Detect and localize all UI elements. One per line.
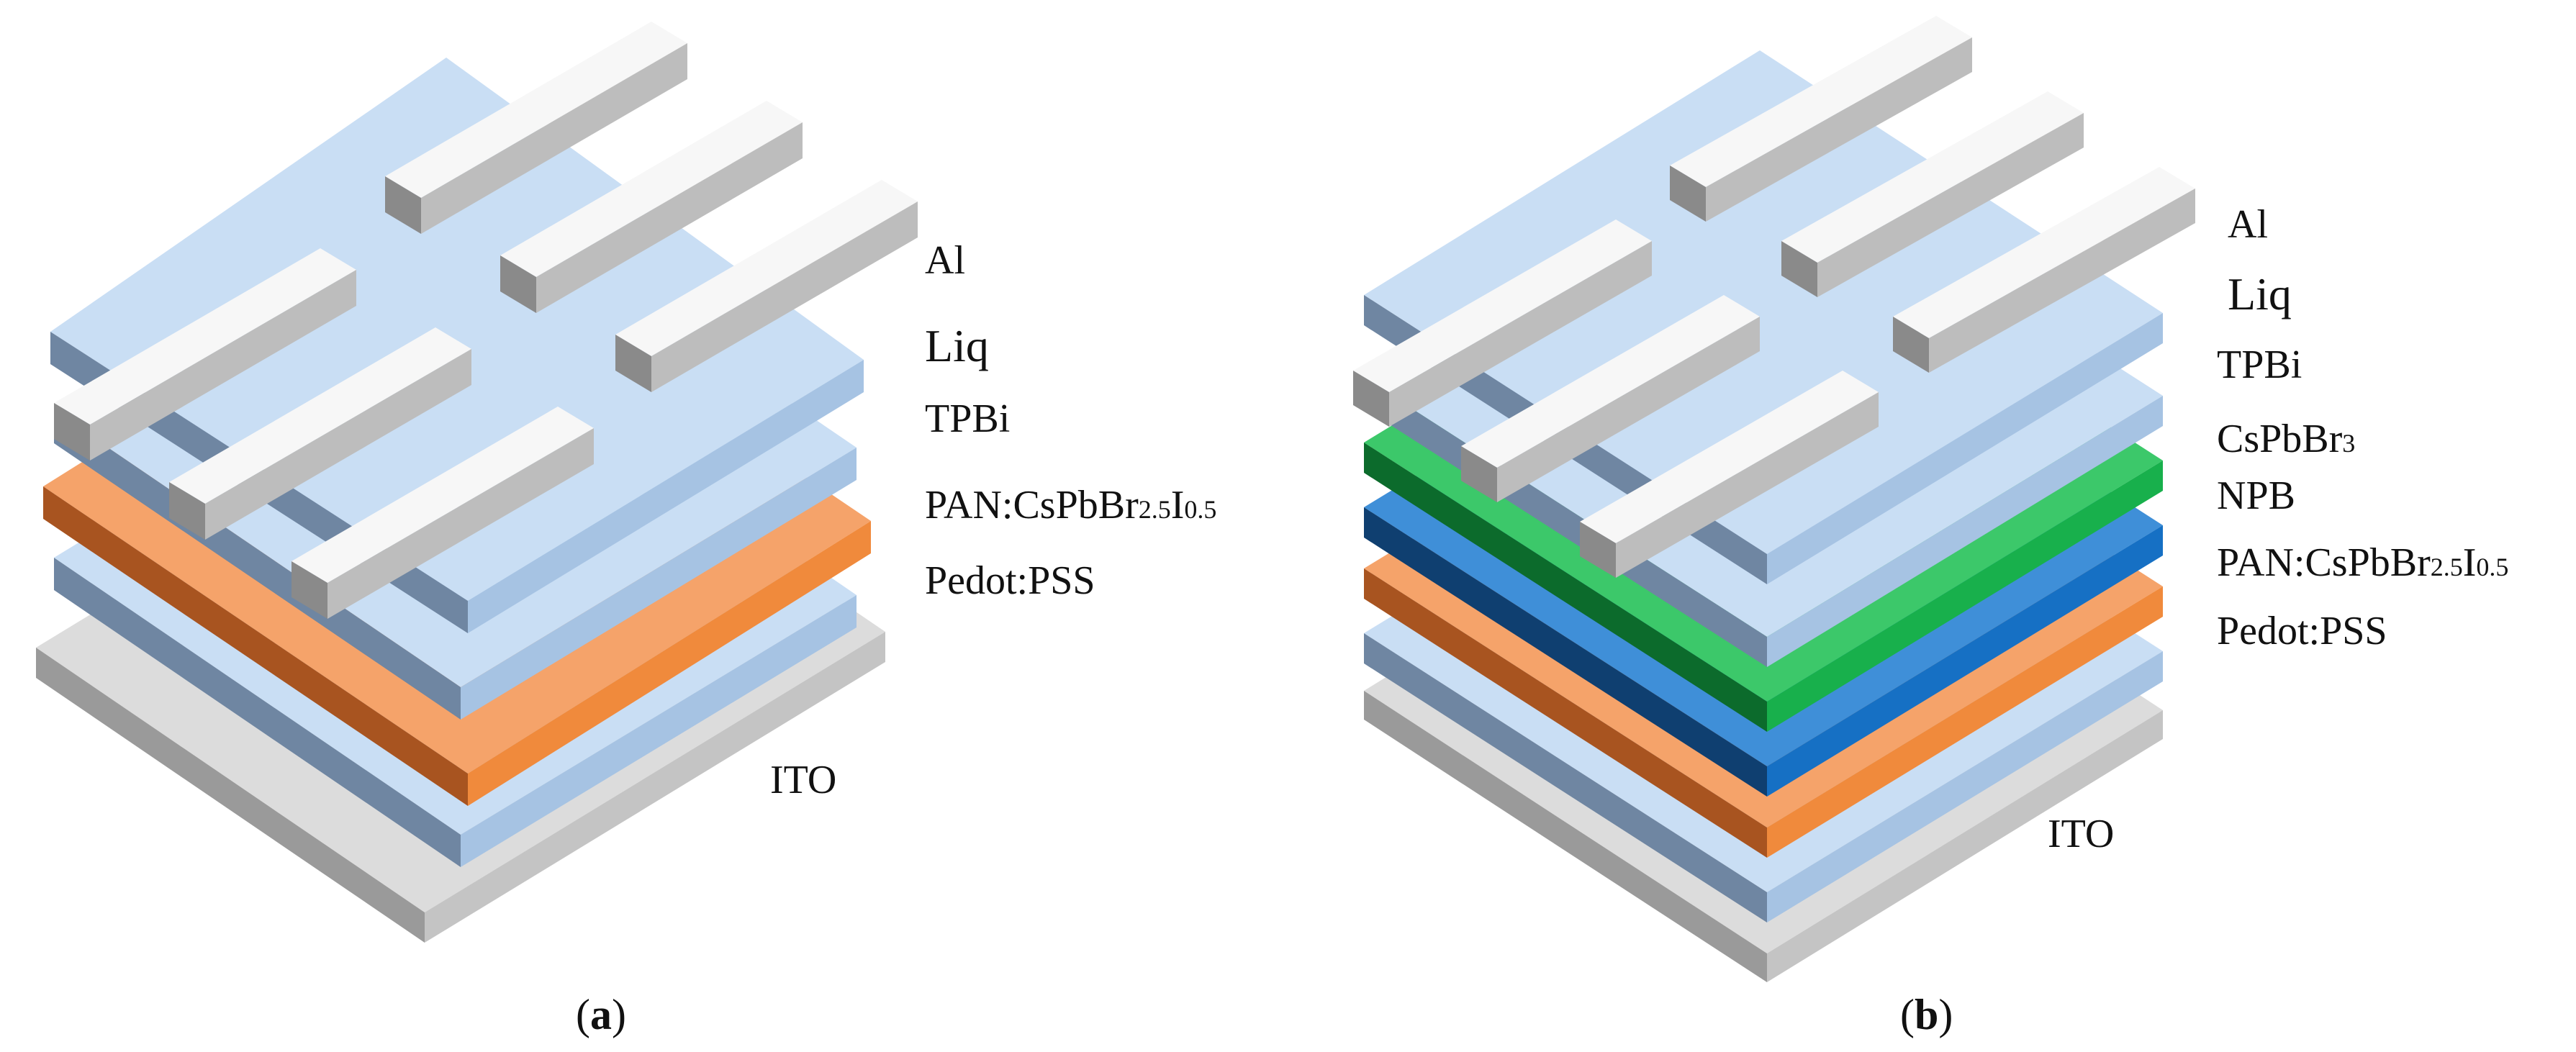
label-pedot-a: Pedot:PSS (925, 558, 1095, 603)
al-bar (1781, 91, 2084, 297)
al-bar (292, 407, 594, 619)
al-bar (1353, 219, 1652, 427)
al-bar (500, 101, 803, 313)
label-ito-b: ITO (2048, 812, 2114, 856)
label-ito-a: ITO (770, 758, 836, 802)
caption-a: (a) (576, 991, 626, 1038)
al-electrodes-a (54, 22, 918, 619)
al-bar (615, 180, 918, 392)
label-cspbbr3-b: CsPbBr3 (2217, 417, 2355, 461)
al-bar (1893, 167, 2195, 373)
label-al-b: Al (2228, 202, 2268, 247)
label-pan-b: PAN:CsPbBr2.5I0.5 (2217, 540, 2508, 585)
label-tpbi-b: TPBi (2217, 343, 2302, 387)
al-bar (385, 22, 687, 234)
label-pan-a: PAN:CsPbBr2.5I0.5 (925, 483, 1216, 527)
al-bar (1580, 371, 1879, 578)
label-al-a: Al (925, 238, 965, 283)
al-bar (1670, 16, 1972, 222)
label-liq-a: Liq (925, 320, 989, 371)
al-bar (1461, 295, 1760, 502)
label-pedot-b: Pedot:PSS (2217, 609, 2387, 653)
label-npb-b: NPB (2217, 473, 2295, 518)
al-electrodes-b (1353, 16, 2195, 578)
al-bar (169, 327, 471, 540)
caption-b: (b) (1900, 991, 1953, 1038)
panel-a: Al Liq TPBi PAN:CsPbBr2.5I0.5 Pedot:PSS … (36, 22, 1216, 1038)
label-tpbi-a: TPBi (925, 396, 1010, 441)
label-liq-b: Liq (2228, 268, 2292, 319)
panel-b: Al Liq TPBi CsPbBr3 NPB PAN:CsPbBr2.5I0.… (1353, 16, 2508, 1038)
al-bar (54, 248, 356, 461)
